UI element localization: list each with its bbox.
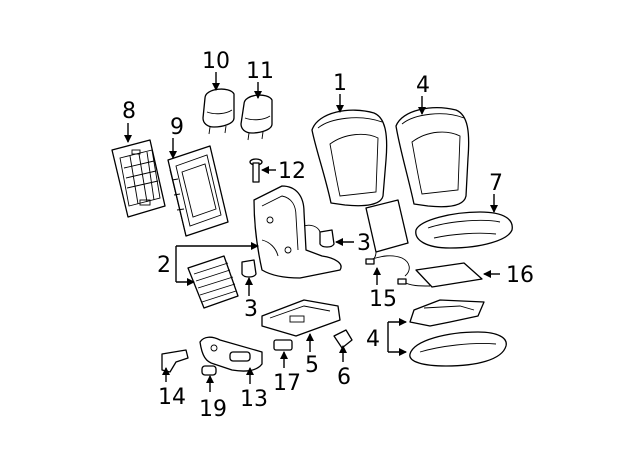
callout-15: 14 [158,385,186,410]
callout-14: 13 [240,387,268,412]
callout-5: 4 [366,327,380,352]
callout-13: 12 [278,159,306,184]
callout-labels: 10 11 1 4 8 9 12 7 3 2 16 15 3 4 5 6 17 … [122,49,534,422]
callout-18: 17 [273,371,301,396]
callout-11: 10 [202,49,230,74]
callout-10: 9 [170,115,184,140]
part-10-back-frame [167,145,229,237]
callout-12: 11 [246,59,274,84]
part-2-back-frame-side [253,185,342,279]
part-9-back-panel [111,139,166,218]
callout-6: 5 [305,353,319,378]
callout-7: 6 [337,365,351,390]
part-19-knob [201,365,217,376]
part-3-clip-upper [319,229,335,248]
part-3-clip-lower [241,259,257,278]
callout-16: 15 [369,287,397,312]
part-6-seat-frame [261,299,341,337]
part-1-seat-back [311,109,388,207]
part-13-guide-pin [249,158,263,183]
leader-lines [124,72,500,392]
part-14-side-shield [199,336,263,372]
part-2-lumbar-support [187,255,239,309]
part-5-cushion-frame [409,299,485,327]
part-18-cap [273,339,293,351]
callout-2: 2 [157,253,171,278]
part-5-cushion-pan [409,331,507,367]
callout-1: 1 [333,71,347,96]
part-11-headrest [202,88,235,135]
callout-19: 19 [199,397,227,422]
callout-3-lower: 3 [244,297,258,322]
part-16-heater-pad [365,199,410,277]
callout-4: 4 [416,73,430,98]
part-4-seat-back-cover [395,107,470,208]
callout-9: 8 [122,99,136,124]
callout-8: 7 [489,171,503,196]
part-17-heater-mat [397,262,483,288]
part-12-headrest [240,94,273,141]
part-7-clip [333,329,353,349]
callout-17: 16 [506,263,534,288]
callout-3-upper: 3 [357,231,371,256]
part-8-seat-cushion [415,211,513,249]
